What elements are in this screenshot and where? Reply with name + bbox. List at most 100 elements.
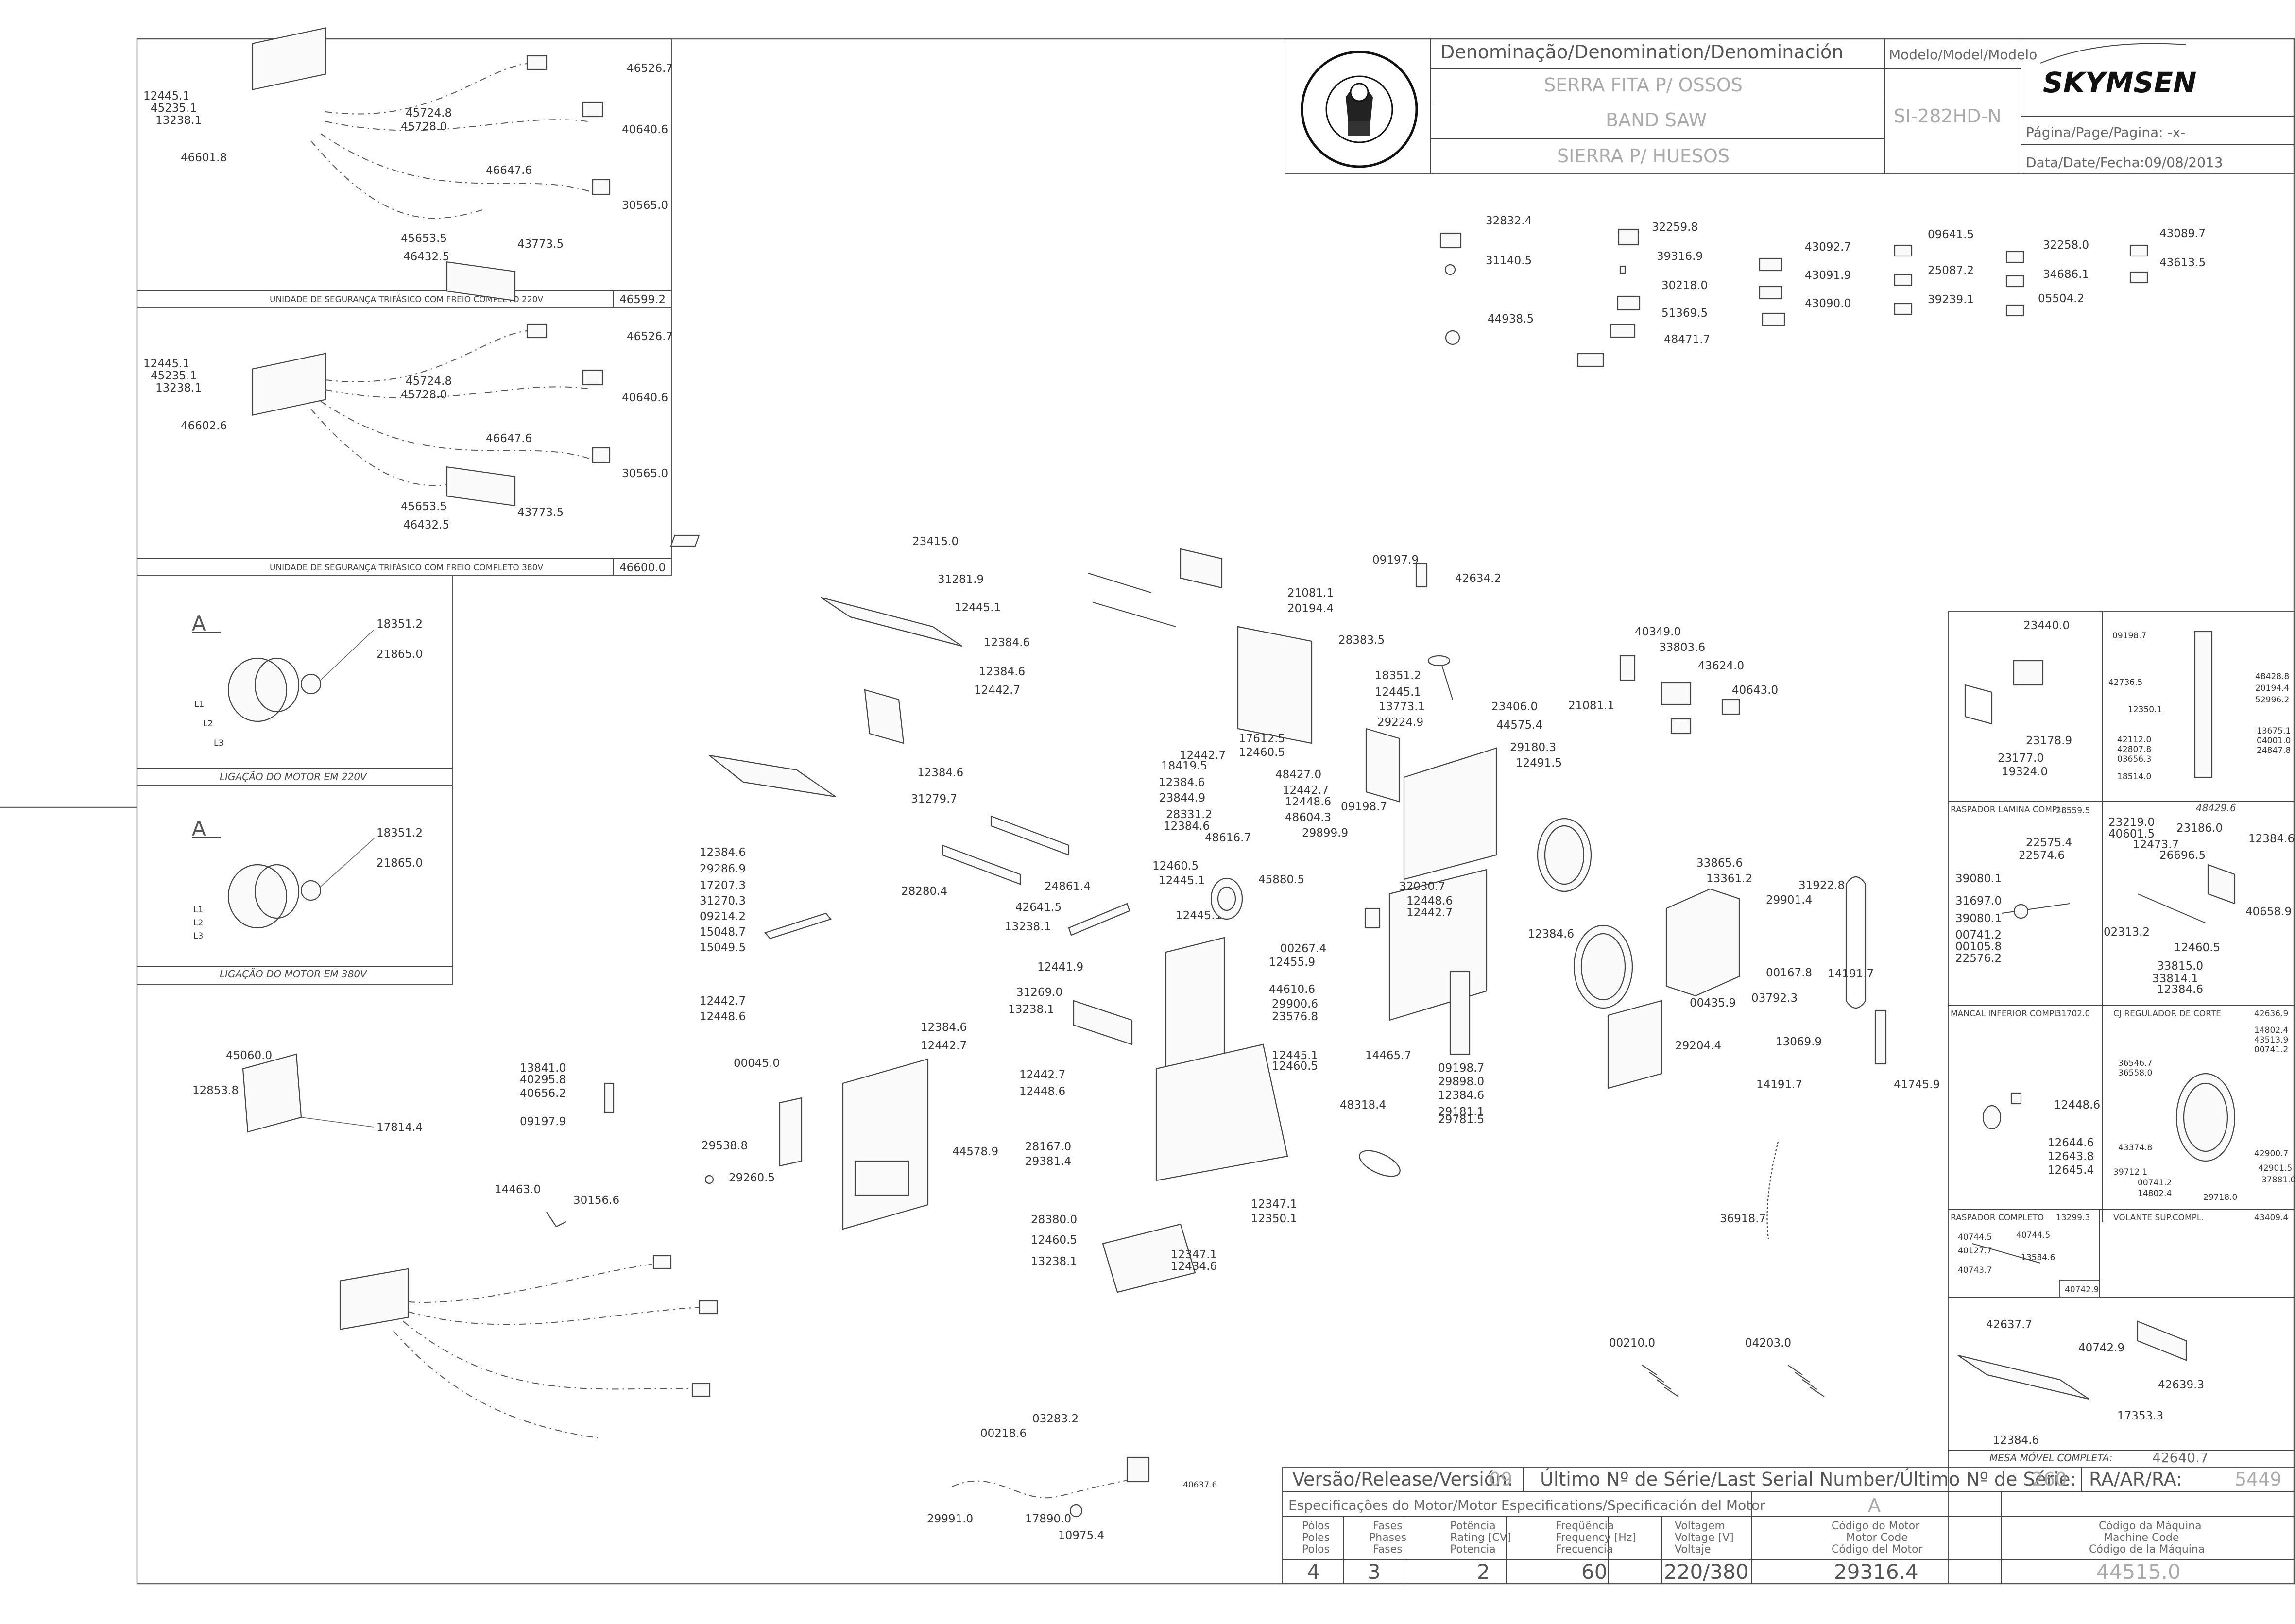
motor-code-value: 29316.4	[1834, 1560, 1918, 1584]
part-label: 12384.6	[1438, 1089, 1484, 1102]
part-label: 30565.0	[622, 199, 668, 212]
part-label: 29538.8	[702, 1140, 748, 1152]
part-label: 18351.2	[377, 618, 423, 631]
part-label: 43091.9	[1805, 269, 1851, 282]
part-label: 12853.8	[192, 1084, 239, 1097]
serial-label: Último Nº de Série/Last Serial Number/Úl…	[1540, 1469, 2076, 1490]
frequency-value: 60	[1581, 1560, 1607, 1584]
part-label: 28331.2	[1166, 808, 1212, 821]
part-label: 12442.7	[1283, 784, 1329, 797]
part-label: 12384.6	[921, 1021, 967, 1034]
part-label: L1	[194, 700, 204, 709]
part-label: 45235.1	[151, 102, 197, 115]
motor-380-caption: LIGAÇÃO DO MOTOR EM 380V	[220, 968, 367, 980]
poles-value: 4	[1307, 1560, 1320, 1584]
part-label: 17353.3	[2117, 1410, 2163, 1422]
col-header: Poles	[1302, 1532, 1330, 1544]
power-value: 2	[1477, 1560, 1490, 1584]
part-label: 23844.9	[1159, 792, 1205, 804]
part-label: 43089.7	[2159, 227, 2206, 240]
part-label: 12445.1	[1375, 686, 1421, 699]
col-header: Phases	[1369, 1532, 1406, 1544]
part-label: 13238.1	[155, 382, 202, 394]
part-label: 52996.2	[2255, 695, 2289, 705]
part-label: 48616.7	[1205, 832, 1251, 844]
part-label: 13238.1	[1005, 921, 1051, 933]
col-header: Fases	[1373, 1543, 1403, 1556]
part-label: 23415.0	[912, 535, 959, 548]
part-label: L2	[193, 918, 203, 928]
part-label: 12460.5	[2174, 941, 2220, 954]
part-label: 32258.0	[2043, 239, 2089, 252]
volante-code: 43409.4	[2254, 1213, 2288, 1223]
footer-spec-table: Versão/Release/Versión: 09 Último Nº de …	[1282, 1467, 2295, 1584]
inset-motor-220: LIGAÇÃO DO MOTOR EM 220V A 18351.2 21865…	[137, 575, 453, 786]
part-label: 12347.1	[1251, 1198, 1297, 1211]
part-label: 40656.2	[520, 1087, 566, 1100]
part-label: 33803.6	[1659, 641, 1705, 654]
part-label: 43092.7	[1805, 241, 1851, 254]
part-label: 26696.5	[2159, 849, 2206, 862]
part-label: 00167.8	[1766, 967, 1812, 979]
motor-spec-label: Especificações do Motor/Motor Especifica…	[1288, 1497, 1765, 1513]
part-label: 12448.6	[1285, 796, 1331, 808]
part-label: 03792.3	[1751, 992, 1798, 1005]
col-header: Freqüência	[1556, 1520, 1614, 1532]
part-label: 00741.2	[2254, 1045, 2288, 1055]
part-label: 12445.1	[955, 601, 1001, 614]
part-label: L1	[193, 905, 203, 915]
part-label: 42807.8	[2117, 745, 2151, 754]
part-label: 29286.9	[700, 863, 746, 875]
part-label: 29224.9	[1377, 716, 1423, 729]
main-exploded-view: 23415.0 31281.9 12445.1 12384.6 12384.6 …	[670, 534, 1940, 1397]
part-label: 19324.0	[2002, 766, 2048, 778]
part-label: 12384.6	[1159, 776, 1205, 789]
part-label: 12455.9	[1269, 956, 1315, 969]
part-label: 29204.4	[1675, 1040, 1721, 1052]
regulador-code: 42636.9	[2254, 1009, 2288, 1019]
part-label: 12442.7	[921, 1040, 967, 1052]
part-label: 18419.5	[1161, 760, 1207, 772]
part-label: 46526.7	[627, 330, 673, 343]
part-label: 09198.7	[1438, 1062, 1484, 1075]
raspador-lamina-code: 28559.5	[2056, 806, 2090, 816]
part-label: 12644.6	[2048, 1137, 2094, 1149]
part-label: 29381.4	[1025, 1155, 1071, 1168]
part-label: 12448.6	[2054, 1099, 2100, 1111]
part-label: 46647.6	[486, 164, 532, 177]
part-label: 18351.2	[377, 827, 423, 839]
motor-wiring-parts: 00218.6 03283.2 29991.0 17890.0 10975.4 …	[927, 1413, 1217, 1542]
part-label: 34686.1	[2043, 268, 2089, 281]
part-label: 13773.1	[1379, 701, 1425, 713]
motor-spec-value: A	[1868, 1495, 1881, 1516]
part-label: 45724.8	[406, 375, 452, 388]
part-label: 33814.1	[2152, 973, 2198, 985]
model-code: SI-282HD-N	[1894, 105, 2002, 127]
part-label: 36918.7	[1720, 1213, 1766, 1225]
part-label: 00741.2	[2138, 1178, 2172, 1188]
part-label: 22574.6	[2019, 849, 2065, 862]
part-label: 46526.7	[627, 62, 673, 75]
part-label: 18514.0	[2117, 772, 2151, 782]
part-label: 00105.8	[1955, 940, 2002, 953]
part-label: 44610.6	[1269, 983, 1315, 996]
part-label: 12384.6	[2157, 983, 2203, 996]
part-label: 40640.6	[622, 392, 668, 404]
part-label: 12384.6	[979, 666, 1025, 678]
part-label: 09197.9	[1372, 554, 1419, 566]
part-label: 42637.7	[1986, 1318, 2032, 1331]
part-label: 42641.5	[1015, 901, 1062, 914]
part-label: 13069.9	[1776, 1036, 1822, 1048]
part-label: 28167.0	[1025, 1141, 1071, 1153]
mancal-code: 31702.0	[2056, 1009, 2090, 1019]
part-label: 00210.0	[1609, 1337, 1655, 1350]
part-label: 20194.4	[2255, 684, 2289, 693]
part-label: 12445.1	[1272, 1049, 1318, 1062]
part-label: 23406.0	[1491, 701, 1538, 713]
part-label: 12448.6	[700, 1010, 746, 1023]
part-label: 32832.4	[1486, 215, 1532, 227]
part-label: 23440.0	[2023, 619, 2070, 632]
part-label: 40640.6	[622, 123, 668, 136]
part-label: 28280.4	[901, 885, 947, 898]
part-label: 42900.7	[2254, 1149, 2288, 1159]
